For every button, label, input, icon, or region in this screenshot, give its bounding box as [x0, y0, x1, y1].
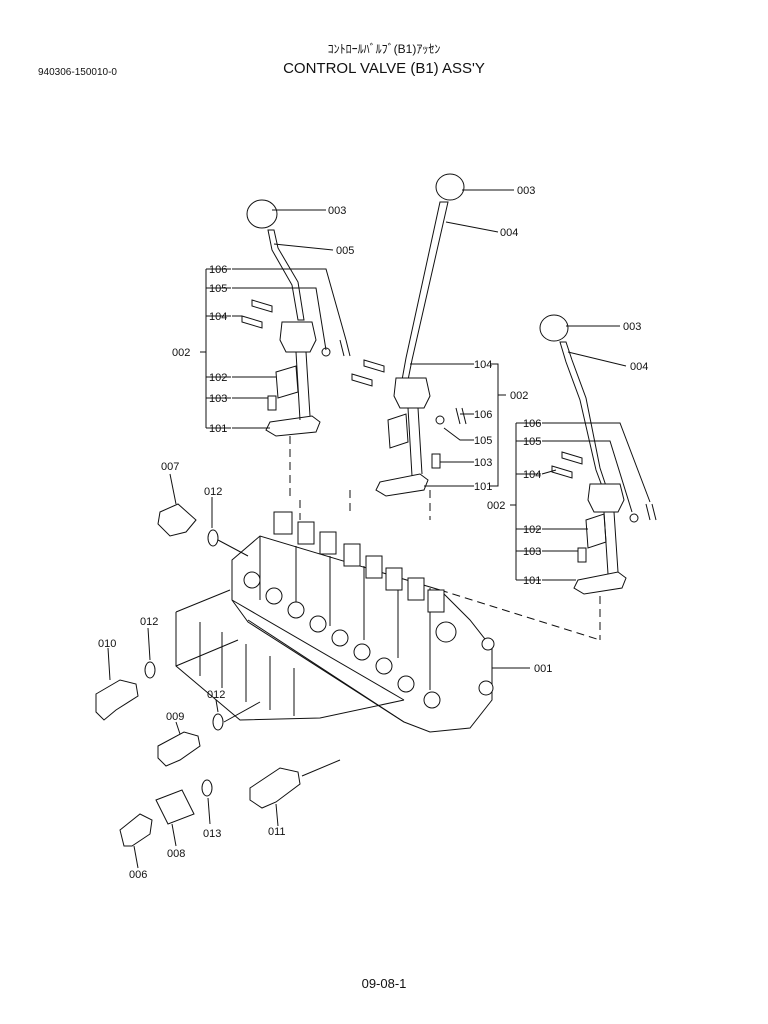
- label-002: 002: [487, 500, 505, 512]
- label-104: 104: [474, 359, 492, 371]
- o-ring-012-b: [144, 661, 156, 679]
- lever-bracket-left: [279, 321, 317, 353]
- bolt-104-left-a: [251, 299, 273, 313]
- label-105: 105: [474, 435, 492, 447]
- adapter-008: [155, 789, 195, 825]
- label-106: 106: [209, 264, 227, 276]
- label-102: 102: [523, 524, 541, 536]
- fittings: 007 012 012 010 012 009 011 013 008: [95, 461, 341, 881]
- label-001: 001: [534, 663, 552, 675]
- label-003: 003: [328, 205, 346, 217]
- lever-004-center: [401, 201, 449, 381]
- plate-102-right: [585, 513, 607, 549]
- label-005: 005: [336, 245, 354, 257]
- page-number: 09-08-1: [361, 976, 407, 991]
- label-007: 007: [161, 461, 179, 473]
- label-106: 106: [474, 409, 492, 421]
- spool-ends: [273, 511, 445, 613]
- lever-assembly-left: 003 005 106 105 104 002 102 103 101: [172, 199, 354, 437]
- label-009: 009: [166, 711, 184, 723]
- drawing-title: CONTROL VALVE (B1) ASS'Y: [283, 60, 485, 77]
- lever-004-right: [559, 341, 607, 487]
- lever-bracket-right: [587, 483, 625, 513]
- base-101-right: [573, 571, 627, 595]
- label-008: 008: [167, 848, 185, 860]
- lever-assembly-center: 003 004 104 002 106 105 103 101: [351, 173, 535, 497]
- document-number: 940306-150010-0: [38, 67, 117, 78]
- elbow-fitting-006: [119, 813, 153, 847]
- screw-103-right: [577, 547, 587, 563]
- washer-105-center: [435, 415, 445, 425]
- drawing-title-japanese: ｺﾝﾄﾛｰﾙﾊﾞﾙﾌﾞ(B1)ｱｯｾﾝ: [327, 42, 441, 56]
- screw-103-center: [431, 453, 441, 469]
- label-106: 106: [523, 418, 541, 430]
- label-002: 002: [510, 390, 528, 402]
- fitting-007: [157, 503, 197, 537]
- knob-003-right: [539, 314, 569, 342]
- pin-106-left: [339, 339, 351, 357]
- label-011: 011: [268, 826, 286, 838]
- plate-102-center: [387, 413, 409, 449]
- base-101-center: [375, 473, 429, 497]
- label-104: 104: [209, 311, 227, 323]
- lever-005: [267, 229, 305, 321]
- label-010: 010: [98, 638, 116, 650]
- label-003: 003: [517, 185, 535, 197]
- base-101-left: [265, 415, 321, 437]
- label-103: 103: [209, 393, 227, 405]
- pin-106-center: [455, 407, 467, 425]
- washer-105-right: [629, 513, 639, 523]
- label-101: 101: [474, 481, 492, 493]
- label-105: 105: [523, 436, 541, 448]
- bolt-104-left-b: [241, 315, 263, 329]
- o-ring-013: [201, 779, 213, 797]
- label-013: 013: [203, 828, 221, 840]
- lever-bracket-center: [393, 377, 431, 409]
- label-104: 104: [523, 469, 541, 481]
- o-ring-012-a: [207, 529, 219, 547]
- elbow-fitting-011: [249, 767, 301, 809]
- label-003: 003: [623, 321, 641, 333]
- label-103: 103: [523, 546, 541, 558]
- label-012: 012: [140, 616, 158, 628]
- label-004: 004: [500, 227, 518, 239]
- pin-106-right: [645, 503, 657, 521]
- label-006: 006: [129, 869, 147, 881]
- label-012: 012: [207, 689, 225, 701]
- lever-assembly-right: 003 004 106 105 104 002 102 103 101: [487, 314, 657, 595]
- label-105: 105: [209, 283, 227, 295]
- label-002: 002: [172, 347, 190, 359]
- elbow-fitting-009: [157, 731, 201, 767]
- label-102: 102: [209, 372, 227, 384]
- port-circles: [243, 571, 495, 709]
- bolt-104-right-b: [551, 465, 573, 479]
- knob-003-center: [435, 173, 465, 201]
- control-valve-body-001: 001: [175, 436, 601, 733]
- plate-102-left: [275, 365, 299, 399]
- label-103: 103: [474, 457, 492, 469]
- label-012: 012: [204, 486, 222, 498]
- elbow-fitting-010: [95, 679, 139, 721]
- label-101: 101: [209, 423, 227, 435]
- bolt-104-center-b: [351, 373, 373, 387]
- screw-103-left: [267, 395, 277, 411]
- knob-003-left: [246, 199, 278, 229]
- label-101: 101: [523, 575, 541, 587]
- bolt-104-right-a: [561, 451, 583, 465]
- o-ring-012-c: [212, 713, 224, 731]
- label-004: 004: [630, 361, 648, 373]
- bolt-104-center-a: [363, 359, 385, 373]
